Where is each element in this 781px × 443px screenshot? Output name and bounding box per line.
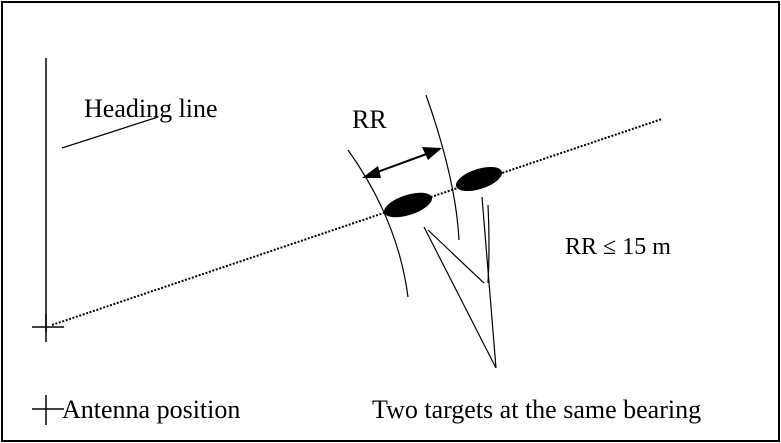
heading-line-label: Heading line [84,94,218,123]
target-1 [384,192,432,218]
targets-note-label: Two targets at the same bearing [372,395,701,424]
target-2 [455,166,503,192]
range-arc-1 [347,149,409,298]
rr-double-arrow [362,147,442,178]
range-arc-2 [425,94,460,241]
antenna-legend-marker [32,395,64,425]
antenna-legend-label: Antenna position [62,395,240,424]
bearing-line [51,118,663,326]
antenna-marker [32,314,64,342]
heading-leader-line [61,116,159,149]
pointer-line-2 [481,196,497,369]
pointer-line-1 [423,226,497,369]
range-arc-3 [427,229,485,284]
rr-label: RR [352,105,387,134]
condition-label: RR ≤ 15 m [565,234,671,260]
